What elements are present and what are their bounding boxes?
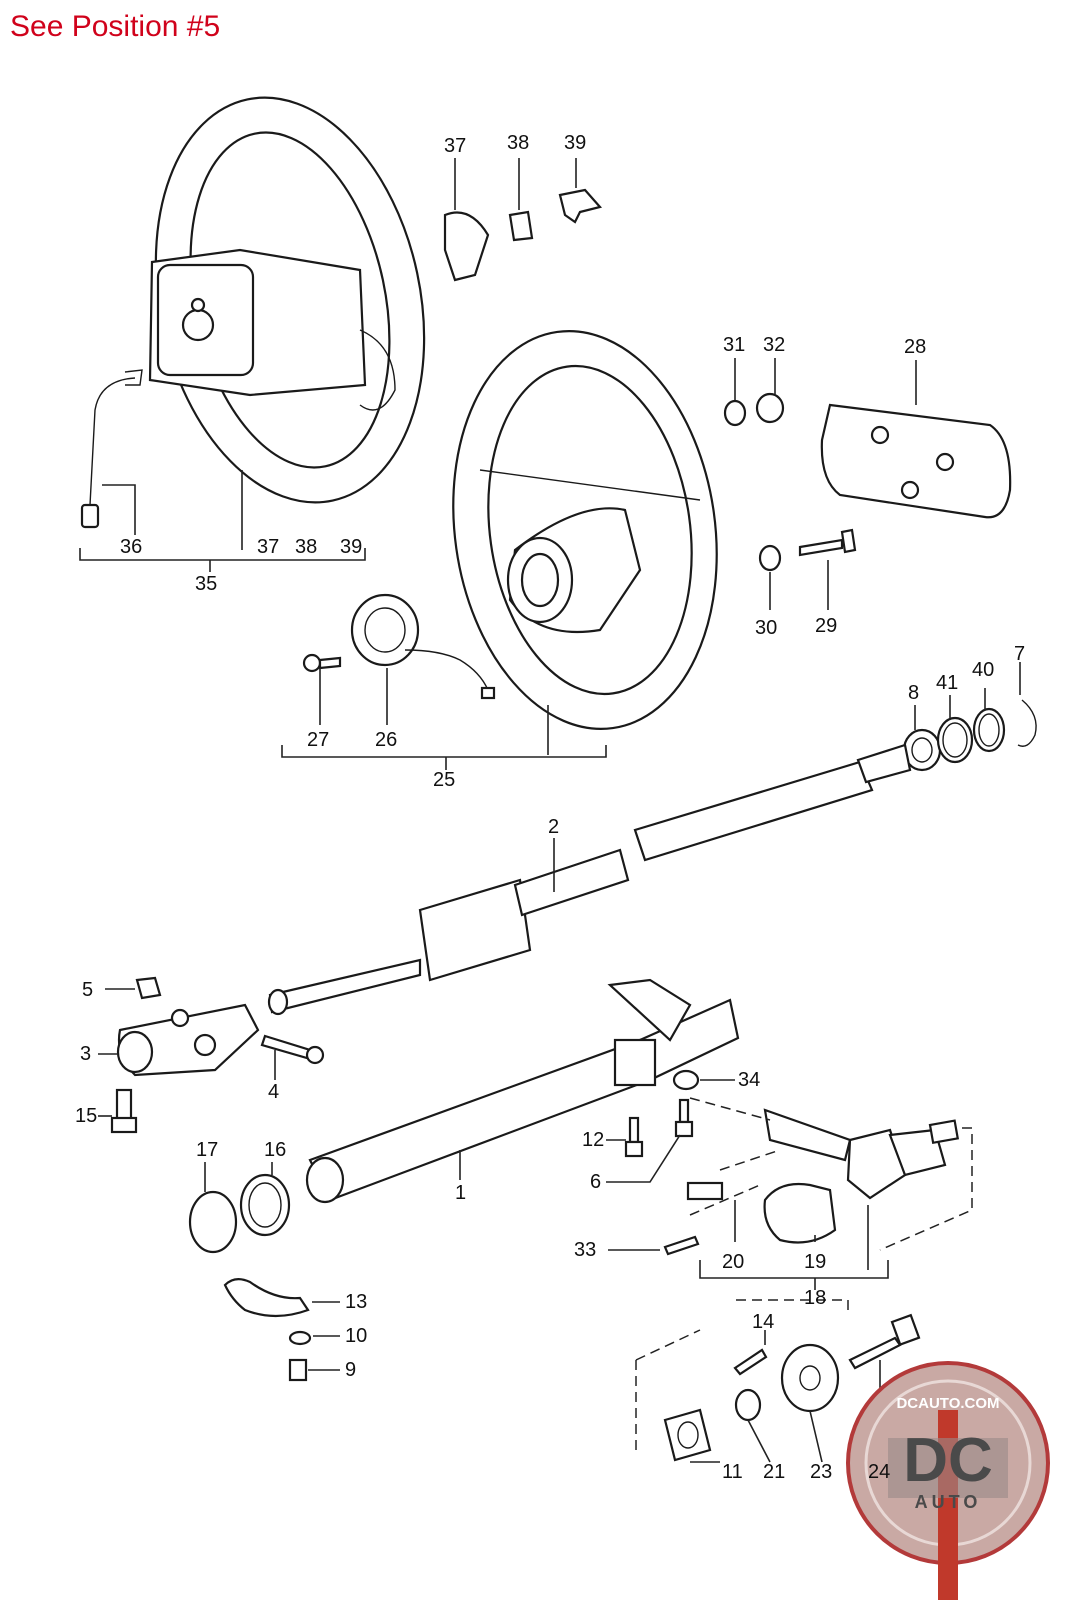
callout-34: 34 (738, 1069, 761, 1091)
horn-wire (80, 369, 143, 529)
callout-33: 33 (574, 1239, 597, 1261)
callout-25: 25 (433, 769, 456, 791)
callout-40: 40 (972, 659, 995, 681)
logo-mark-text: DC (903, 1426, 993, 1495)
page-heading: See Position #5 (10, 10, 221, 43)
screw-33 (663, 1235, 700, 1256)
callout-38-group: 38 (295, 536, 318, 558)
callout-20: 20 (722, 1251, 745, 1273)
screw-27 (302, 653, 342, 673)
steering-shaft-2 (267, 743, 912, 1016)
callout-18: 18 (804, 1287, 827, 1309)
callout-19: 19 (804, 1251, 827, 1273)
bolt-29-spacer-30 (758, 528, 857, 572)
callout-31: 31 (723, 334, 746, 356)
universal-joint-3 (116, 1003, 260, 1077)
callout-32: 32 (763, 334, 786, 356)
callout-14: 14 (752, 1311, 775, 1333)
callout-37: 37 (444, 135, 467, 157)
callout-7: 7 (1014, 643, 1026, 665)
rings-8-41-40-7 (902, 699, 1037, 772)
logo-sub-text: AUTO (914, 1492, 982, 1512)
callout-39-group: 39 (340, 536, 363, 558)
callout-8: 8 (908, 682, 920, 704)
callout-9: 9 (345, 1359, 357, 1381)
callout-24: 24 (868, 1461, 891, 1483)
steering-wheel-upper (148, 96, 426, 504)
callout-37-group: 37 (257, 536, 280, 558)
nuts-31-32 (723, 392, 785, 427)
callout-12: 12 (582, 1129, 605, 1151)
callout-6: 6 (590, 1171, 602, 1193)
column-tube-1 (305, 978, 740, 1204)
callout-26: 26 (375, 729, 398, 751)
callout-1: 1 (455, 1182, 467, 1204)
callout-30: 30 (755, 617, 778, 639)
rings-17-16 (188, 1173, 291, 1254)
callout-27: 27 (307, 729, 330, 751)
fasteners-5-4-15 (110, 976, 325, 1134)
callout-41: 41 (936, 672, 959, 694)
lock-parts-11-14-21-23-24 (663, 1313, 921, 1462)
callout-16: 16 (264, 1139, 287, 1161)
callout-13: 13 (345, 1291, 368, 1313)
callout-36: 36 (120, 536, 143, 558)
horn-pad-28 (820, 403, 1012, 519)
ignition-lock-18 (686, 1108, 960, 1244)
callout-29: 29 (815, 615, 838, 637)
callout-39: 39 (564, 132, 587, 154)
callout-2: 2 (548, 816, 560, 838)
callout-35: 35 (195, 573, 218, 595)
steering-wheel-lower (452, 330, 718, 730)
callout-17: 17 (196, 1139, 219, 1161)
callout-4: 4 (268, 1081, 280, 1103)
fasteners-34-12-6 (624, 1069, 700, 1158)
callout-23: 23 (810, 1461, 833, 1483)
clamp-13-washer-10-screw-9 (223, 1278, 312, 1382)
contact-ring-26 (350, 593, 496, 700)
callout-21: 21 (763, 1461, 786, 1483)
callout-10: 10 (345, 1325, 368, 1347)
logo-site-text: DCAUTO.COM (896, 1395, 1000, 1412)
trim-parts-37-39 (443, 188, 603, 282)
callout-3: 3 (80, 1043, 92, 1065)
callout-5: 5 (82, 979, 94, 1001)
callout-11: 11 (722, 1461, 743, 1483)
callout-38: 38 (507, 132, 530, 154)
callout-15: 15 (75, 1105, 98, 1127)
dcauto-logo (846, 1361, 1050, 1600)
callout-28: 28 (904, 336, 927, 358)
